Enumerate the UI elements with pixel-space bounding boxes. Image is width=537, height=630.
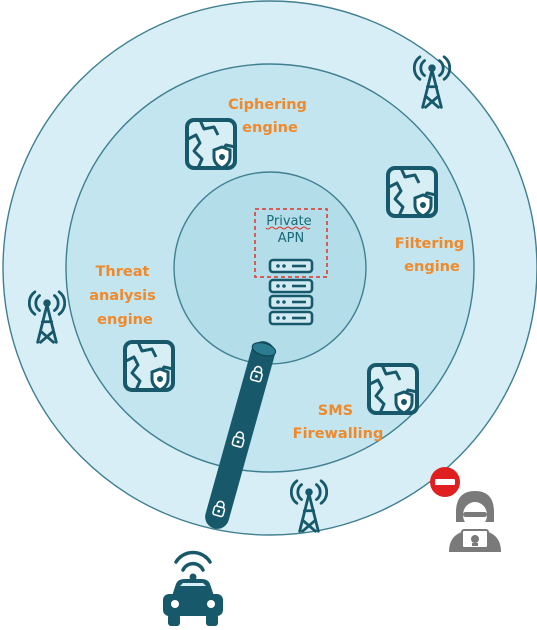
threat-analysis-engine-icon: [123, 340, 175, 392]
ciphering-label-line: Ciphering: [228, 97, 307, 113]
threat-label-line: Threat: [96, 264, 150, 280]
sms-firewalling-label: SMS Firewalling: [293, 403, 384, 442]
filtering-label-line: Filtering: [395, 236, 464, 252]
apn-label-line: APN: [278, 231, 304, 246]
ciphering-label-line: engine: [242, 120, 298, 136]
apn-server-icon: [268, 258, 314, 274]
filtering-engine-label: Filtering engine: [395, 236, 470, 275]
threat-label-line: engine: [97, 312, 153, 328]
sms-firewalling-engine-icon: [367, 363, 419, 415]
spellcheck-underline: [265, 226, 311, 230]
private-apn-label: Private APN: [266, 214, 315, 246]
threat-analysis-engine-label: Threat analysis engine: [89, 264, 161, 328]
ciphering-engine-icon: [185, 118, 237, 170]
ciphering-engine-label: Ciphering engine: [228, 97, 312, 136]
no-entry-icon: [430, 467, 460, 497]
sms-label-line: Firewalling: [293, 426, 384, 442]
filtering-label-line: engine: [404, 259, 460, 275]
private-apn-box: [254, 208, 328, 278]
server-rack-icon: [268, 278, 314, 326]
apn-label-line: Private: [266, 214, 311, 229]
encrypted-tunnel: [205, 341, 277, 529]
connected-car-icon: [163, 550, 223, 626]
threat-label-line: analysis: [89, 288, 156, 304]
sms-label-line: SMS: [318, 403, 353, 419]
hacker-icon: [449, 491, 501, 552]
filtering-engine-icon: [386, 166, 438, 218]
